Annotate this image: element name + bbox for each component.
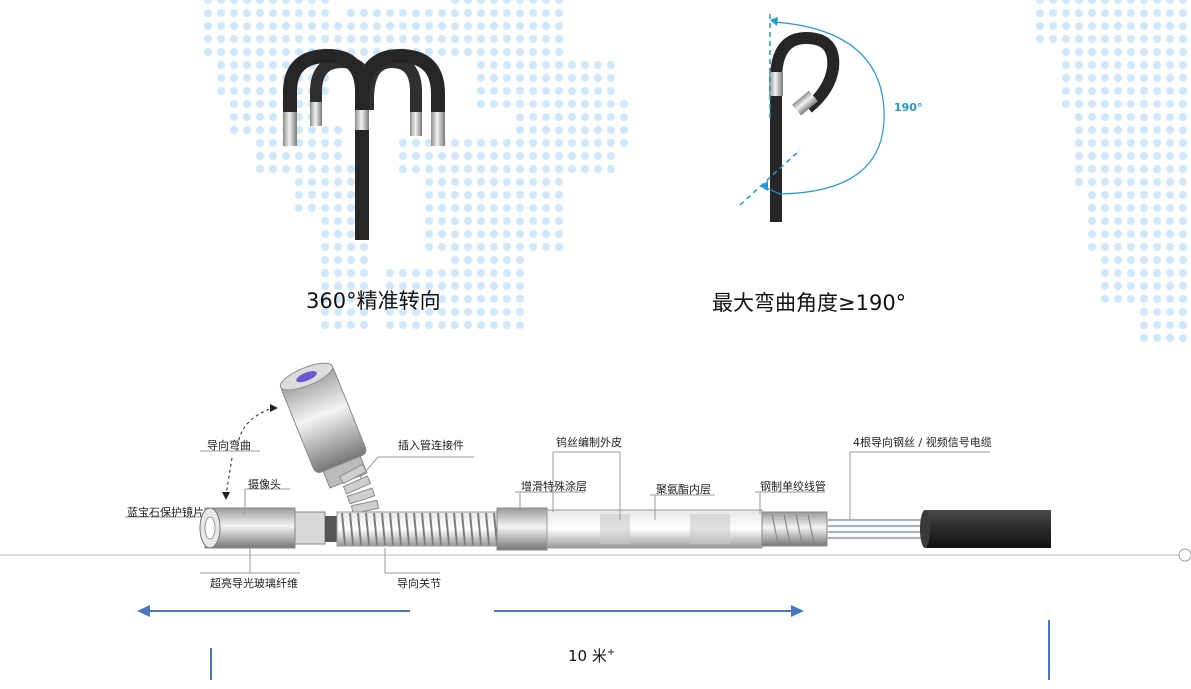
label-guide-bend: 导向弯曲 [207,439,251,452]
label-sapphire-lens: 蓝宝石保护镜片 [127,506,204,519]
tip-left [283,112,297,146]
video-cable [925,510,1051,548]
front-bend-right [355,48,445,130]
length-sup: + [606,647,616,658]
steering-caption: 360°精准转向 [306,289,441,313]
guide-wires [827,518,925,540]
tilted-camera-head [279,362,368,489]
length-value: 10 米 [568,647,607,665]
tip-center [355,110,369,130]
label-lubricant-coating: 增滑特殊涂层 [521,480,587,493]
length-indicator [137,605,1050,680]
steel-spiral-tube [761,511,828,547]
angle-label: 190° [894,101,923,114]
label-insert-connector: 插入管连接件 [398,439,464,452]
tip-right [431,112,445,146]
label-steel-spiral: 钢制单绞线管 [760,480,826,493]
label-guide-wires: 4根导向钢丝 / 视频信号电缆 [853,436,992,449]
label-tungsten-braid: 钨丝编制外皮 [556,436,622,449]
bent-joint-segments [338,463,380,515]
tip-back-left [310,102,322,126]
lubricant-layer [496,507,548,551]
bend-angle-caption: 最大弯曲角度≥190° [712,291,907,315]
label-camera: 摄像头 [248,478,281,491]
guide-joint-spring [336,511,498,547]
label-fiber: 超亮导光玻璃纤维 [210,577,298,590]
label-pu-inner: 聚氨酯内层 [656,483,711,496]
label-guide-joint: 导向关节 [397,577,441,590]
length-label: 10 米+ [568,645,615,666]
tip-back-right [410,112,422,136]
